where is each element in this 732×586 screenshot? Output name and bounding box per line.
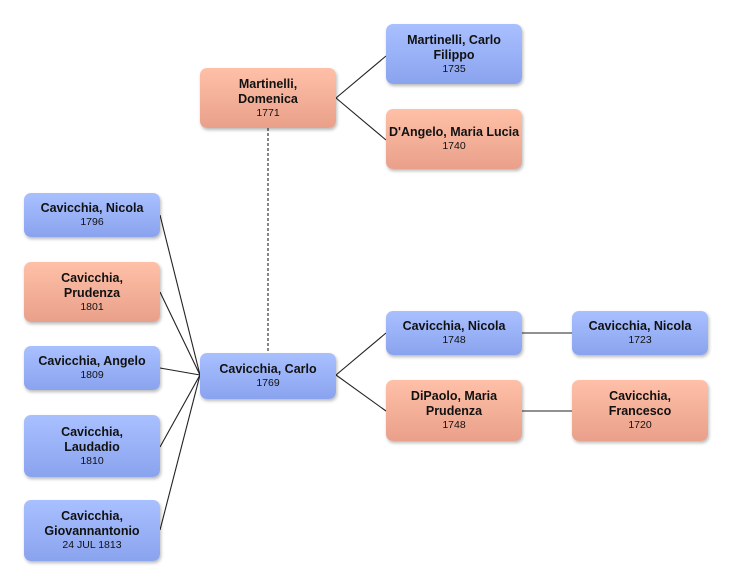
connector-line [335,55,387,99]
person-card-cavicchia-carlo[interactable]: Cavicchia, Carlo 1769 [200,353,336,399]
person-name: Cavicchia, Nicola [402,319,506,333]
person-name: Cavicchia, Giovannantonio [44,509,140,538]
person-name: Cavicchia, Nicola [588,319,692,333]
person-date: 1809 [80,369,104,381]
person-name: Cavicchia, Nicola [40,201,144,215]
person-name: Cavicchia, Prudenza [61,270,123,300]
connector-line [159,214,201,376]
person-name: Martinelli, Domenica [238,76,298,106]
person-card-cavicchia-giovannantonio[interactable]: Cavicchia, Giovannantonio 24 JUL 1813 [24,500,160,561]
person-card-martinelli-carlo-filippo[interactable]: Martinelli, Carlo Filippo 1735 [386,24,522,84]
person-name: Cavicchia, Angelo [38,354,146,368]
person-date: 1796 [80,216,104,228]
person-card-dipaolo-maria-prudenza[interactable]: DiPaolo, Maria Prudenza 1748 [386,380,522,441]
connector-line [159,374,201,448]
person-date: 1801 [80,300,104,313]
person-card-cavicchia-francesco[interactable]: Cavicchia, Francesco 1720 [572,380,708,441]
person-date: 1748 [442,334,466,346]
person-date: 1735 [442,62,466,75]
person-card-cavicchia-laudadio[interactable]: Cavicchia, Laudadio 1810 [24,415,160,477]
person-name: Martinelli, Carlo Filippo [407,32,501,62]
person-card-dangelo-maria-lucia[interactable]: D'Angelo, Maria Lucia 1740 [386,109,522,169]
person-name: Cavicchia, Laudadio [61,424,123,454]
person-date: 1740 [442,140,466,152]
person-date: 1769 [256,377,280,389]
person-card-cavicchia-nicola-1796[interactable]: Cavicchia, Nicola 1796 [24,193,160,237]
connector-line [159,374,201,531]
person-card-cavicchia-prudenza[interactable]: Cavicchia, Prudenza 1801 [24,262,160,322]
person-date: 24 JUL 1813 [62,539,122,551]
person-date: 1810 [80,454,104,467]
person-card-cavicchia-nicola-1723[interactable]: Cavicchia, Nicola 1723 [572,311,708,355]
connector-line [159,291,201,376]
connector-line [335,97,387,141]
connector-line [335,374,387,412]
person-name: DiPaolo, Maria Prudenza [410,389,498,418]
person-date: 1720 [628,419,652,431]
person-name: Cavicchia, Francesco [608,389,672,418]
person-date: 1748 [442,419,466,431]
person-card-cavicchia-nicola-1748[interactable]: Cavicchia, Nicola 1748 [386,311,522,355]
connector-line [335,332,387,376]
person-card-cavicchia-angelo[interactable]: Cavicchia, Angelo 1809 [24,346,160,390]
person-date: 1723 [628,334,652,346]
person-name: Cavicchia, Carlo [219,362,317,376]
connector-line [159,367,201,376]
person-card-martinelli-domenica[interactable]: Martinelli, Domenica 1771 [200,68,336,128]
person-date: 1771 [256,106,280,119]
person-name: D'Angelo, Maria Lucia [388,125,520,139]
